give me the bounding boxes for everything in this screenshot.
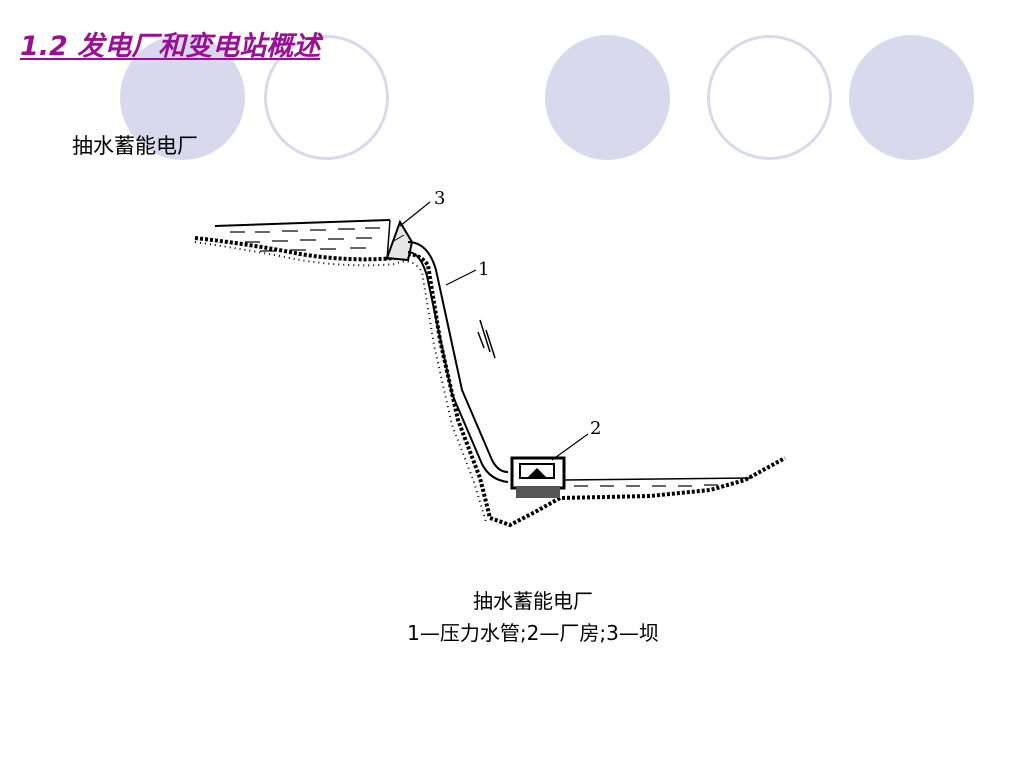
label-3: 3 bbox=[434, 188, 445, 209]
upper-reservoir bbox=[214, 219, 391, 261]
lower-reservoir bbox=[563, 477, 751, 487]
callout-2: 2 bbox=[551, 418, 601, 461]
figure-caption-legend: 1—压力水管;2—厂房;3—坝 bbox=[407, 621, 659, 645]
callout-1: 1 bbox=[445, 259, 489, 286]
label-2: 2 bbox=[590, 418, 601, 439]
pumped-storage-diagram: 3 1 2 bbox=[194, 188, 786, 528]
decor-circle-1 bbox=[120, 35, 245, 160]
dam bbox=[385, 219, 414, 262]
decor-circle-5 bbox=[849, 35, 974, 160]
section-subtitle: 抽水蓄能电厂 bbox=[72, 134, 198, 158]
flow-arrows bbox=[477, 319, 496, 359]
page-title: 1.2 发电厂和变电站概述 bbox=[20, 31, 321, 62]
penstock bbox=[407, 241, 509, 483]
decor-circle-3 bbox=[545, 35, 670, 160]
powerhouse bbox=[510, 456, 566, 498]
label-1: 1 bbox=[478, 259, 489, 280]
terrain bbox=[194, 236, 786, 528]
decor-circle-4 bbox=[707, 35, 832, 160]
callout-3: 3 bbox=[399, 188, 445, 227]
decor-circle-2 bbox=[264, 35, 389, 160]
figure-caption-title: 抽水蓄能电厂 bbox=[473, 589, 593, 613]
